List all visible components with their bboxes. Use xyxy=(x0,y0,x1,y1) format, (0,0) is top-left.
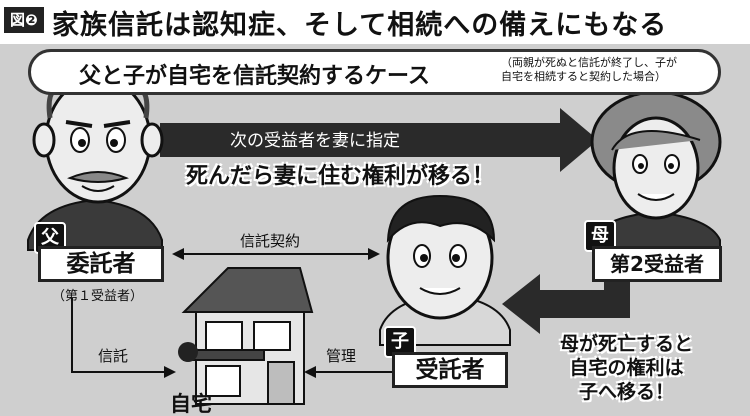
case-banner: 父と子が自宅を信託契約するケース （両親が死ぬと信託が終了し、子が 自宅を相続す… xyxy=(28,49,721,95)
case-note-line-1: （両親が死ぬと信託が終了し、子が xyxy=(501,56,677,69)
case-note: （両親が死ぬと信託が終了し、子が 自宅を相続すると契約した場合） xyxy=(501,56,677,84)
child-illustration xyxy=(379,194,511,346)
trust-arrow xyxy=(71,298,168,373)
manage-label: 管理 xyxy=(326,347,357,365)
house-illustration xyxy=(178,267,314,405)
father-sub-label: （第１受益者） xyxy=(52,289,144,304)
page-title: 家族信託は認知症、そして相続への備えにもなる xyxy=(52,10,668,41)
top-arrow xyxy=(160,108,598,172)
father-role-box: 委託者 xyxy=(38,246,164,282)
child-role-box: 受託者 xyxy=(392,352,508,388)
top-callout: 死んだら妻に住む権利が移る！ xyxy=(186,164,495,189)
bottom-callout-line-1: 母が死亡すると xyxy=(560,333,694,355)
bottom-callout: 母が死亡すると 自宅の権利は 子へ移る！ xyxy=(560,332,693,404)
mother-illustration xyxy=(590,90,722,251)
header: 図❷ 家族信託は認知症、そして相続への備えにもなる xyxy=(0,0,750,44)
bottom-callout-line-3: 子へ移る！ xyxy=(579,381,675,403)
mother-role-box: 第2受益者 xyxy=(592,246,722,282)
figure-badge: 図❷ xyxy=(4,7,44,33)
trust-label: 信託 xyxy=(98,347,129,365)
case-title: 父と子が自宅を信託契約するケース xyxy=(79,64,430,89)
case-note-line-2: 自宅を相続すると契約した場合） xyxy=(501,70,666,83)
bottom-callout-line-2: 自宅の権利は xyxy=(569,357,684,379)
top-arrow-label: 次の受益者を妻に指定 xyxy=(230,131,400,151)
house-label: 自宅 xyxy=(170,392,212,416)
bottom-arrow xyxy=(502,270,630,334)
contract-label: 信託契約 xyxy=(240,232,301,250)
